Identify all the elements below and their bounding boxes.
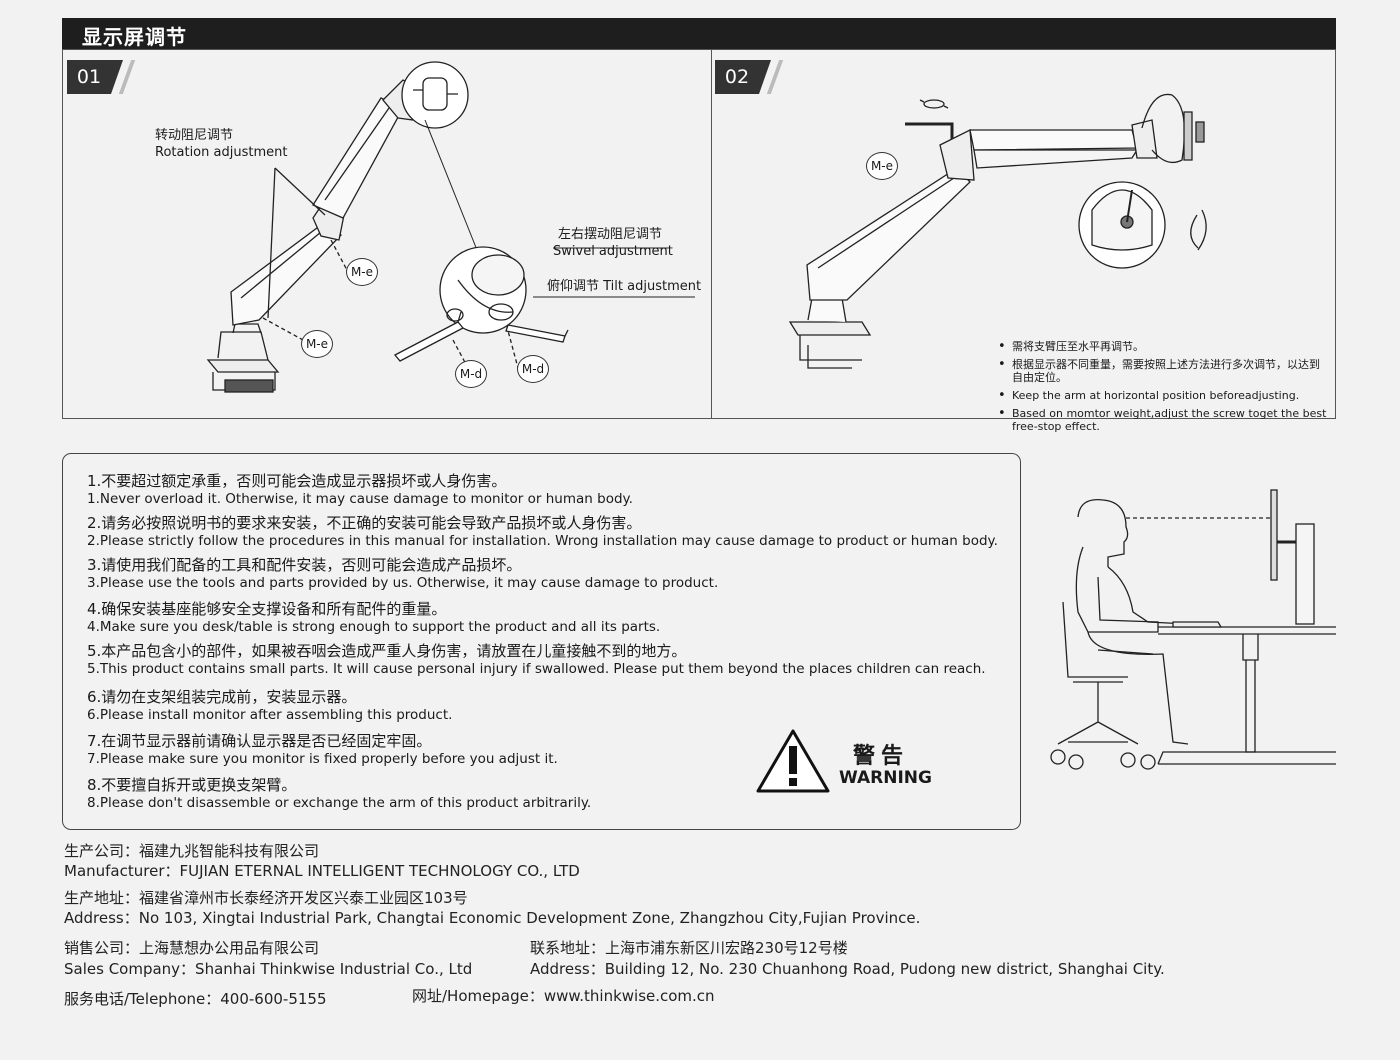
warning-rule-1: 1.不要超过额定承重，否则可能会造成显示器损坏或人身伤害。 1.Never ov…	[87, 472, 633, 507]
note-item: 根据显示器不同重量，需要按照上述方法进行多次调节，以达到自由定位。	[998, 358, 1328, 384]
warning-rule-4: 4.确保安装基座能够安全支撑设备和所有配件的重量。 4.Make sure yo…	[87, 600, 661, 635]
callout-m-d: M-d	[455, 360, 487, 388]
adjustment-panels: 01	[62, 49, 1336, 433]
arm-tension-illustration	[788, 93, 1207, 369]
sales-company-zh: 销售公司：上海慧想办公用品有限公司	[64, 939, 320, 957]
note-item: Based on momtor weight,adjust the screw …	[998, 407, 1328, 433]
address-en: Address：No 103, Xingtai Industrial Park,…	[64, 909, 921, 927]
address-zh: 生产地址：福建省漳州市长泰经济开发区兴泰工业园区103号	[64, 889, 468, 907]
homepage-link[interactable]: 网址/Homepage：www.thinkwise.com.cn	[412, 987, 715, 1005]
monitor-arm-illustration	[206, 61, 695, 393]
warning-rule-8: 8.不要擅自拆开或更换支架臂。 8.Please don't disassemb…	[87, 776, 592, 811]
step-number: 01	[76, 66, 102, 88]
panel-divider	[711, 50, 712, 418]
rotation-label-en: Rotation adjustment	[155, 145, 288, 160]
adjustment-notes: 需将支臂压至水平再调节。 根据显示器不同重量，需要按照上述方法进行多次调节，以达…	[998, 340, 1328, 438]
warning-rule-3: 3.请使用我们配备的工具和配件安装，否则可能会造成产品损坏。 3.Please …	[87, 556, 719, 591]
note-item: 需将支臂压至水平再调节。	[998, 340, 1328, 353]
note-item: Keep the arm at horizontal position befo…	[998, 389, 1328, 402]
manufacturer-zh: 生产公司：福建九兆智能科技有限公司	[64, 842, 320, 860]
telephone: 服务电话/Telephone：400-600-5155	[64, 990, 327, 1008]
swivel-label-zh: 左右摆动阻尼调节	[558, 227, 663, 242]
contact-address-en: Address：Building 12, No. 230 Chuanhong R…	[530, 960, 1165, 978]
sales-company-en: Sales Company：Shanhai Thinkwise Industri…	[64, 960, 473, 978]
callout-m-d: M-d	[517, 355, 549, 383]
manufacturer-en: Manufacturer：FUJIAN ETERNAL INTELLIGENT …	[64, 862, 580, 880]
warning-triangle-icon	[756, 729, 830, 793]
warning-rule-7: 7.在调节显示器前请确认显示器是否已经固定牢固。 7.Please make s…	[87, 732, 558, 767]
contact-address-zh: 联系地址：上海市浦东新区川宏路230号12号楼	[530, 939, 848, 957]
callout-m-e: M-e	[346, 258, 378, 286]
warning-rule-6: 6.请勿在支架组装完成前，安装显示器。 6.Please install mon…	[87, 688, 453, 723]
swivel-label-en: Swivel adjustment	[553, 244, 673, 259]
step-number: 02	[724, 66, 750, 88]
warning-rule-2: 2.请务必按照说明书的要求来安装，不正确的安装可能会导致产品损坏或人身伤害。 2…	[87, 514, 998, 549]
ergonomic-posture-illustration	[1050, 489, 1336, 770]
step-01-tag: 01	[67, 60, 136, 94]
tilt-label: 俯仰调节 Tilt adjustment	[547, 279, 702, 294]
callout-m-e: M-e	[866, 152, 898, 180]
safety-warnings-box: 1.不要超过额定承重，否则可能会造成显示器损坏或人身伤害。 1.Never ov…	[62, 453, 1021, 830]
warning-badge-zh: 警告	[853, 744, 910, 769]
callout-m-e: M-e	[301, 330, 333, 358]
step-02-tag: 02	[715, 60, 784, 94]
warning-badge-en: WARNING	[839, 768, 932, 788]
warning-rule-5: 5.本产品包含小的部件，如果被吞咽会造成严重人身伤害，请放置在儿童接触不到的地方…	[87, 642, 986, 677]
section-title-bar: 显示屏调节	[62, 18, 1336, 49]
section-title: 显示屏调节	[82, 25, 187, 49]
rotation-label-zh: 转动阻尼调节	[155, 128, 234, 143]
